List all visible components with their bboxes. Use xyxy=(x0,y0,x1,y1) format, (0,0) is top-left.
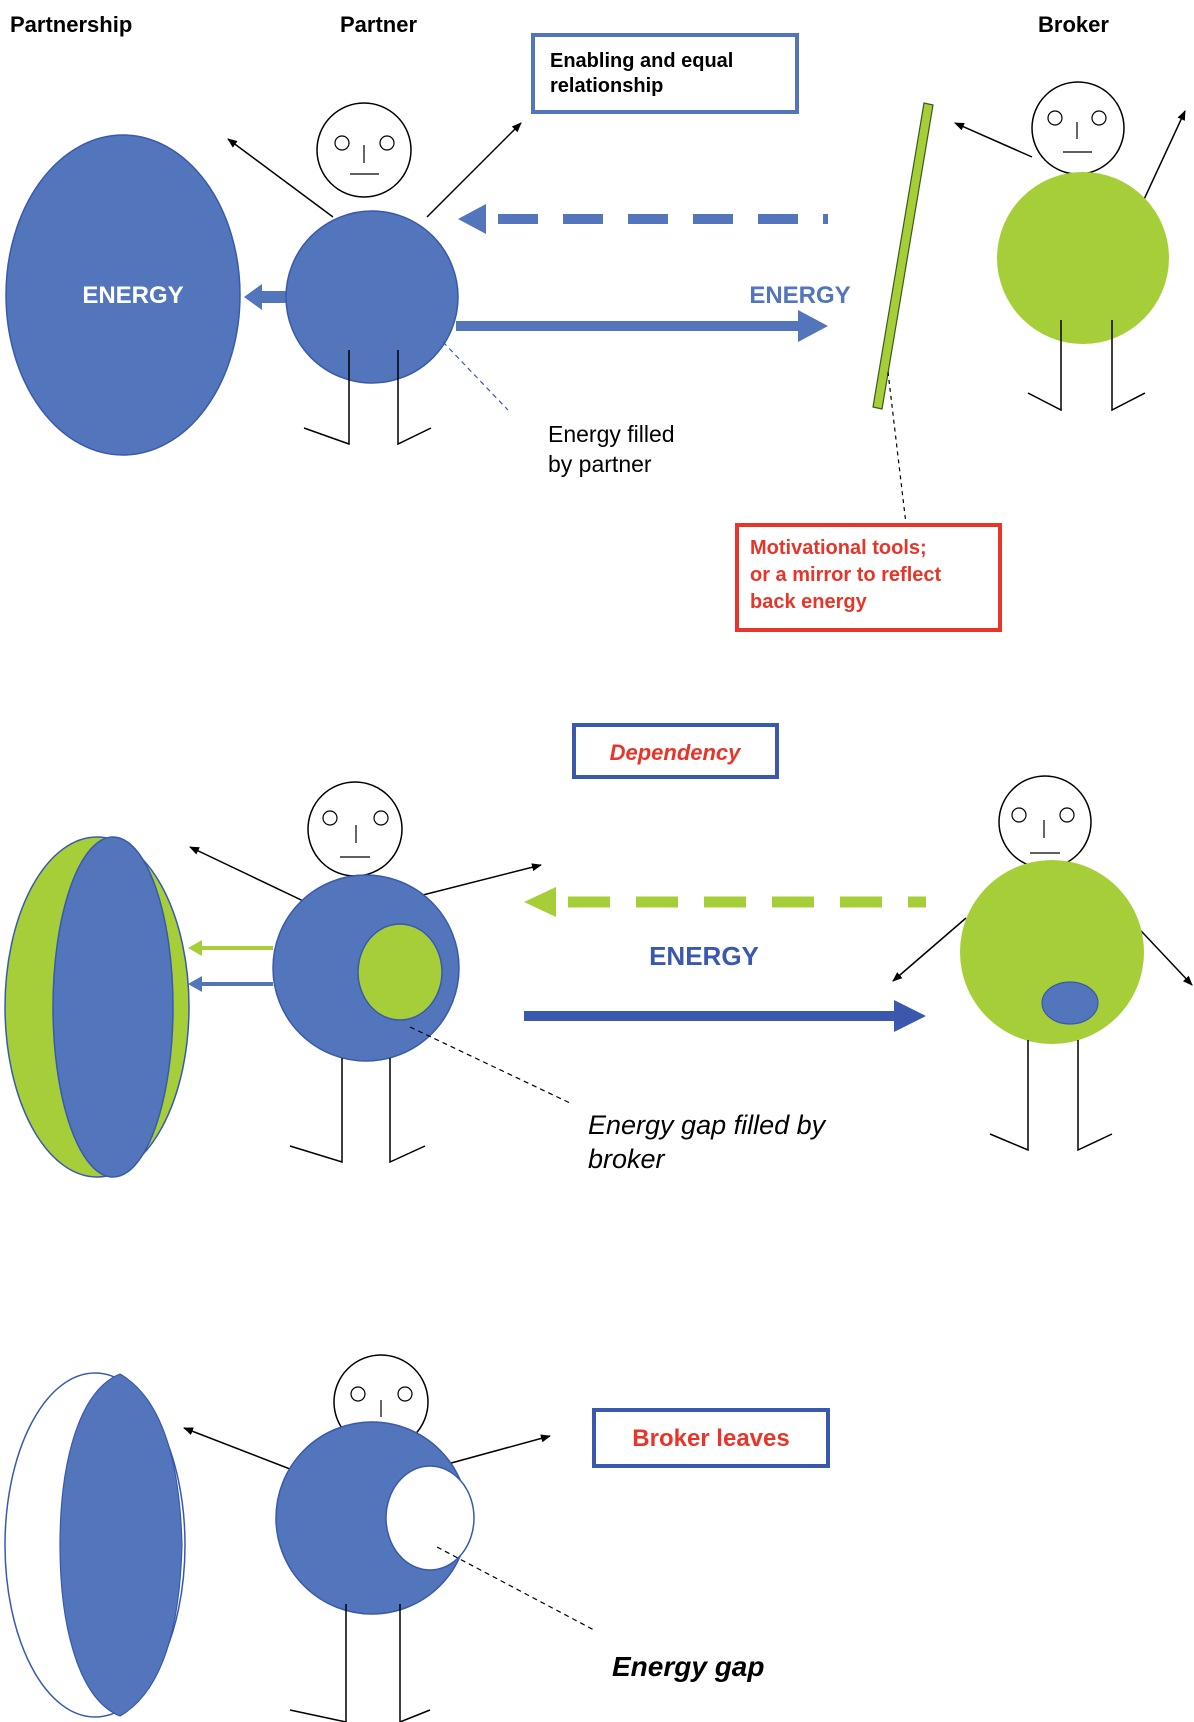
partner-left-arm xyxy=(227,138,334,218)
blue-energy-arrowhead xyxy=(188,976,202,992)
broker2-right-eye xyxy=(1059,807,1075,823)
partner-body xyxy=(285,210,459,384)
partner2-left-arm xyxy=(189,846,319,909)
filled-note-leader xyxy=(442,341,509,411)
partner2-right-arm xyxy=(414,863,542,898)
partner-right-eye xyxy=(379,135,395,151)
partnership-blue-portion xyxy=(52,836,174,1178)
energy-to-partnership-arrow xyxy=(244,284,288,310)
partner-figure-dependency xyxy=(189,781,542,1164)
gap-filled-note-line1: Energy gap filled by xyxy=(588,1110,827,1140)
gap-filled-note-leader xyxy=(409,1026,571,1104)
broker-right-eye xyxy=(1091,110,1107,126)
partner2-head xyxy=(307,781,403,877)
broker2-right-leg xyxy=(1077,1040,1113,1152)
partner3-right-foot xyxy=(399,1709,431,1722)
gap-filled-note-line2: broker xyxy=(588,1144,666,1174)
dashed-return-arrowhead xyxy=(458,204,486,234)
enabling-box-line2: relationship xyxy=(550,75,663,97)
partner2-broker-energy-fill xyxy=(357,923,443,1021)
panel-dependency: Dependency ENERGY xyxy=(4,723,1193,1178)
header-broker: Broker xyxy=(1038,12,1109,37)
partner2-left-leg xyxy=(289,1058,343,1164)
broker-left-eye xyxy=(1047,110,1063,126)
broker2-partner-energy xyxy=(1041,981,1099,1025)
broker-right-leg xyxy=(1111,320,1146,412)
energy-gap-note: Energy gap xyxy=(612,1651,764,1682)
broker2-head xyxy=(998,775,1092,869)
partner2-right-eye xyxy=(373,810,389,826)
partner-left-leg xyxy=(303,350,350,446)
partnership-energy-label: ENERGY xyxy=(82,282,183,309)
broker-left-leg xyxy=(1027,320,1062,412)
partner-left-eye xyxy=(334,135,350,151)
partner3-left-eye xyxy=(350,1386,366,1402)
partner2-right-leg xyxy=(389,1058,426,1164)
broker2-left-leg xyxy=(989,1040,1029,1152)
partner3-right-eye xyxy=(397,1386,413,1402)
panel-partnership: ENERGY Enabling and equal relationship E… xyxy=(5,33,1186,632)
mirror-box-line3: back energy xyxy=(750,591,868,613)
partner-figure xyxy=(227,102,522,446)
broker-figure xyxy=(954,81,1186,412)
broker-leaves-title: Broker leaves xyxy=(632,1425,789,1452)
broker2-left-arm xyxy=(892,917,967,982)
mirror-box-line2: or a mirror to reflect xyxy=(750,564,942,586)
broker2-left-eye xyxy=(1011,807,1027,823)
partner-figure-alone xyxy=(183,1354,551,1722)
motivational-tools-box xyxy=(735,523,1002,632)
broker-right-arm xyxy=(1139,110,1186,209)
partner-right-arm xyxy=(426,122,522,218)
panel-broker-leaves: Broker leaves Energy gap xyxy=(4,1354,830,1722)
enabling-box-line1: Enabling and equal xyxy=(550,50,733,72)
partner3-left-arm xyxy=(183,1427,309,1477)
filled-note-line2: by partner xyxy=(548,451,652,477)
partner3-right-arm xyxy=(432,1434,551,1469)
dependency-title: Dependency xyxy=(610,740,743,765)
partner2-left-eye xyxy=(322,810,338,826)
header-partnership: Partnership xyxy=(10,12,132,37)
mirror-bar xyxy=(872,102,934,410)
energy-gap-note-leader xyxy=(436,1546,595,1631)
broker-leaves-box xyxy=(592,1408,830,1468)
broker-figure-dependency xyxy=(892,775,1193,1152)
green-dashed-arrowhead xyxy=(524,887,556,917)
mirror-note-leader xyxy=(887,371,907,525)
dependency-energy-label: ENERGY xyxy=(649,941,759,971)
energy-to-broker-arrowhead xyxy=(798,310,828,342)
broker-body xyxy=(997,172,1169,344)
green-energy-arrowhead xyxy=(188,940,202,956)
enabling-relationship-box xyxy=(531,33,799,114)
broker-left-arm xyxy=(954,122,1033,158)
broker2-body xyxy=(960,860,1144,1044)
dependency-box xyxy=(572,723,779,779)
partnership-energy-ellipse xyxy=(5,134,241,456)
broker-head xyxy=(1031,81,1125,175)
energy-to-broker2-arrowhead xyxy=(894,1000,926,1032)
header-partner: Partner xyxy=(340,12,417,37)
partner3-left-foot xyxy=(289,1709,347,1722)
partnership-remaining-energy xyxy=(59,1373,183,1717)
partner-right-leg xyxy=(397,350,432,446)
mirror-box-line1: Motivational tools; xyxy=(750,537,927,559)
filled-note-line1: Energy filled xyxy=(548,421,675,447)
partner3-energy-gap xyxy=(385,1465,475,1571)
energy-arrow-label: ENERGY xyxy=(749,282,850,309)
